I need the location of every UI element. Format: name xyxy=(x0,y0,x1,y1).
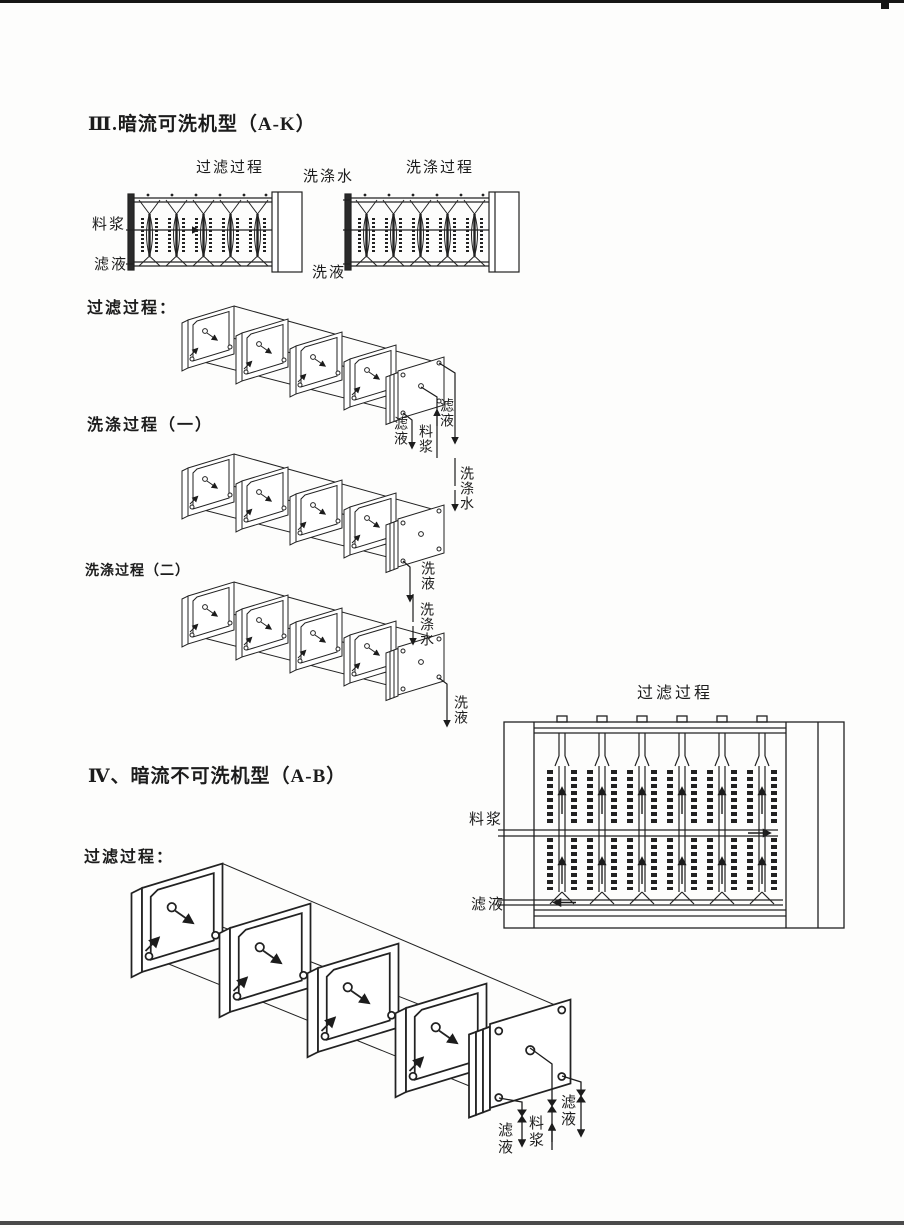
d2-wash-water-label: 洗涤水 xyxy=(458,466,473,511)
right-filtration-schematic xyxy=(498,715,845,929)
washing-machine-schematic xyxy=(343,191,520,273)
washing2-heading: 洗涤过程（二） xyxy=(85,564,190,579)
scan-top-edge xyxy=(0,0,904,3)
filtration-machine-schematic xyxy=(126,191,303,273)
right-schematic-title: 过滤过程 xyxy=(637,685,714,702)
washing1-heading: 洗涤过程（一） xyxy=(87,417,214,434)
top-wash-water-label: 洗涤水 xyxy=(303,169,355,185)
filtration-plate-stack-diagram xyxy=(170,298,459,458)
d1-slurry-label: 料浆 xyxy=(417,424,432,454)
top-slurry-label: 料浆 xyxy=(92,217,127,233)
top-filtration-process-label: 过滤过程 xyxy=(196,160,265,176)
top-wash-liquid-label: 洗液 xyxy=(312,265,347,281)
section4-title: Ⅳ、暗流不可洗机型（A-B） xyxy=(88,766,347,787)
bd-slurry-label: 料浆 xyxy=(527,1115,543,1149)
bd-filtrate-left-label: 滤液 xyxy=(496,1122,512,1156)
top-washing-process-label: 洗涤过程 xyxy=(406,160,475,176)
bd-filtrate-right-label: 滤液 xyxy=(559,1094,575,1128)
scan-bottom-edge xyxy=(0,1221,904,1225)
d1-filtrate-left-label: 滤液 xyxy=(392,416,407,446)
filtration2-heading: 过滤过程： xyxy=(84,849,175,866)
washing2-plate-stack-diagram xyxy=(170,574,451,728)
bottom-filtration-plate-stack xyxy=(110,858,586,1150)
right-schematic-slurry-label: 料浆 xyxy=(469,812,504,828)
section3-title: Ⅲ.暗流可洗机型（A-K） xyxy=(88,114,316,135)
d2-wash-liquid-label: 洗液 xyxy=(419,561,434,591)
top-filtrate-label: 滤液 xyxy=(94,257,129,273)
right-schematic-filtrate-label: 滤液 xyxy=(471,897,506,913)
d1-filtrate-right-label: 滤液 xyxy=(438,398,453,428)
d3-wash-liquid-label: 洗液 xyxy=(452,695,467,725)
scan-corner-mark xyxy=(881,0,889,9)
d3-wash-water-label: 洗涤水 xyxy=(418,602,433,647)
filtration-heading: 过滤过程： xyxy=(87,300,178,317)
washing1-plate-stack-diagram xyxy=(170,446,459,603)
